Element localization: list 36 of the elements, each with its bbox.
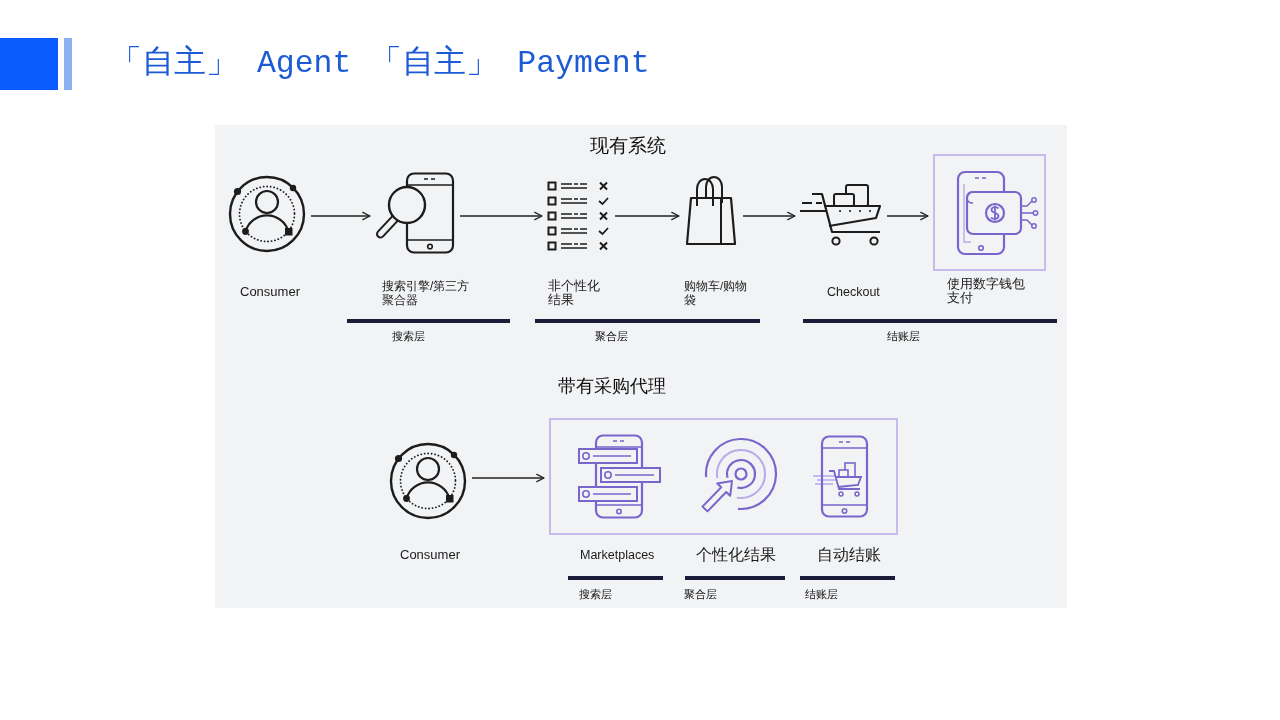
panel-frame [549,418,898,535]
node-label: 搜索引擎/第三方聚合器 [382,279,471,307]
phone-search-icon [375,172,455,254]
layer-label: 结账层 [887,329,920,343]
user-icon [389,442,467,520]
section-heading: 现有系统 [590,134,666,158]
section-heading: 带有采购代理 [558,375,666,398]
node-label: Checkout [827,284,880,300]
phone-cart-icon [813,435,869,518]
target-cursor-icon [699,437,777,513]
checklist-icon [547,181,610,251]
node-label: 自动结账 [817,545,881,565]
phone-list-icon [576,434,662,519]
arrow [742,211,796,221]
layer-label: 结账层 [805,587,838,601]
node-label: 购物车/购物袋 [684,279,748,307]
shopping-cart-icon [800,182,882,248]
slide-title: 「自主」 Agent 「自主」 Payment [110,44,650,83]
phone-wallet-icon [933,154,1046,271]
arrow [471,473,545,483]
node-label: 个性化结果 [696,545,776,565]
node-label: Consumer [400,547,460,563]
node-label: 使用数字钱包支付 [947,277,1026,305]
arrow [614,211,680,221]
node-label: 非个性化结果 [548,279,601,307]
layer-label: 聚合层 [595,329,628,343]
node-label: Marketplaces [580,547,655,563]
arrow [459,211,543,221]
layer-label: 聚合层 [684,587,717,601]
user-icon [228,175,306,253]
layer-label: 搜索层 [579,587,612,601]
shopping-bag-icon [684,176,738,246]
arrow [886,211,929,221]
arrow [310,211,371,221]
node-label: Consumer [240,284,300,300]
layer-label: 搜索层 [392,329,425,343]
